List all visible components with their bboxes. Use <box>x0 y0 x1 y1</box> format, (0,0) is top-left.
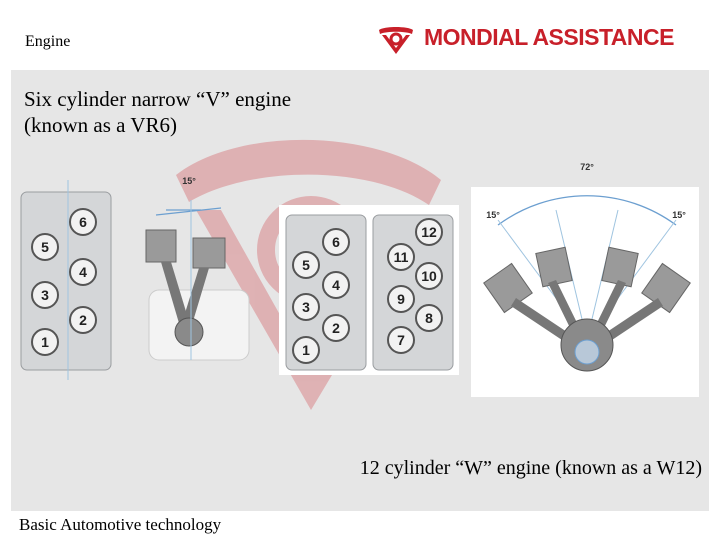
vr6-angle-label: 15° <box>182 176 196 186</box>
svg-text:1: 1 <box>41 334 49 350</box>
svg-text:11: 11 <box>394 249 409 265</box>
w12-cylinder-3: 3 <box>292 293 320 321</box>
w12-cylinder-6: 6 <box>322 228 350 256</box>
svg-text:7: 7 <box>397 332 405 348</box>
svg-text:4: 4 <box>332 277 340 293</box>
w12-cylinder-4: 4 <box>322 271 350 299</box>
mondial-assistance-logo: MONDIAL ASSISTANCE <box>376 22 706 56</box>
slide-header-title: Engine <box>25 33 71 50</box>
svg-text:10: 10 <box>421 268 437 284</box>
svg-text:2: 2 <box>332 320 340 336</box>
engine-diagrams: 6 5 4 3 2 1 15° 6 12 5 11 <box>20 139 699 410</box>
svg-text:6: 6 <box>332 234 340 250</box>
w12-cylinder-10: 10 <box>415 262 443 290</box>
svg-text:5: 5 <box>302 257 310 273</box>
svg-text:4: 4 <box>79 264 87 280</box>
mondial-emblem-icon <box>379 27 413 54</box>
w12-cylinder-2: 2 <box>322 314 350 342</box>
vr6-cylinder-6: 6 <box>69 208 97 236</box>
w12-right-angle-label: 15° <box>672 210 686 220</box>
slide-subtitle: Six cylinder narrow “V” engine (known as… <box>24 86 291 138</box>
svg-text:8: 8 <box>425 310 433 326</box>
w12-cylinder-block: 6 12 5 11 4 10 3 9 2 8 1 7 <box>279 205 459 375</box>
w12-cylinder-1: 1 <box>292 336 320 364</box>
vr6-cylinder-5: 5 <box>31 233 59 261</box>
slide-footer: Basic Automotive technology <box>19 515 222 534</box>
vr6-cylinder-3: 3 <box>31 281 59 309</box>
vr6-cylinder-block: 6 5 4 3 2 1 <box>20 180 112 380</box>
w12-cylinder-7: 7 <box>387 326 415 354</box>
w12-total-angle-label: 72° <box>580 162 594 172</box>
logo-wordmark: MONDIAL ASSISTANCE <box>424 24 674 50</box>
svg-text:5: 5 <box>41 239 49 255</box>
svg-text:1: 1 <box>302 342 310 358</box>
w12-caption: 12 cylinder “W” engine (known as a W12) <box>359 457 702 479</box>
svg-text:3: 3 <box>41 287 49 303</box>
svg-text:2: 2 <box>79 312 87 328</box>
vr6-cylinder-2: 2 <box>69 306 97 334</box>
svg-text:9: 9 <box>397 291 405 307</box>
w12-cylinder-11: 11 <box>387 243 415 271</box>
vr6-cylinder-4: 4 <box>69 258 97 286</box>
subtitle-line-2: (known as a VR6) <box>24 113 178 137</box>
svg-text:12: 12 <box>421 224 437 240</box>
vr6-cylinder-1: 1 <box>31 328 59 356</box>
svg-text:6: 6 <box>79 214 87 230</box>
w12-cylinder-5: 5 <box>292 251 320 279</box>
content-panel: 6 5 4 3 2 1 15° 6 12 5 11 <box>11 70 709 511</box>
w12-cylinder-12: 12 <box>415 218 443 246</box>
subtitle-line-1: Six cylinder narrow “V” engine <box>24 87 292 111</box>
w12-cylinder-9: 9 <box>387 285 415 313</box>
w12-cylinder-8: 8 <box>415 304 443 332</box>
w12-left-angle-label: 15° <box>486 210 500 220</box>
vr6-piston-diagram: 15° <box>145 176 250 361</box>
svg-text:3: 3 <box>302 299 310 315</box>
w12-piston-diagram: 72° 15° 15° <box>471 162 699 397</box>
